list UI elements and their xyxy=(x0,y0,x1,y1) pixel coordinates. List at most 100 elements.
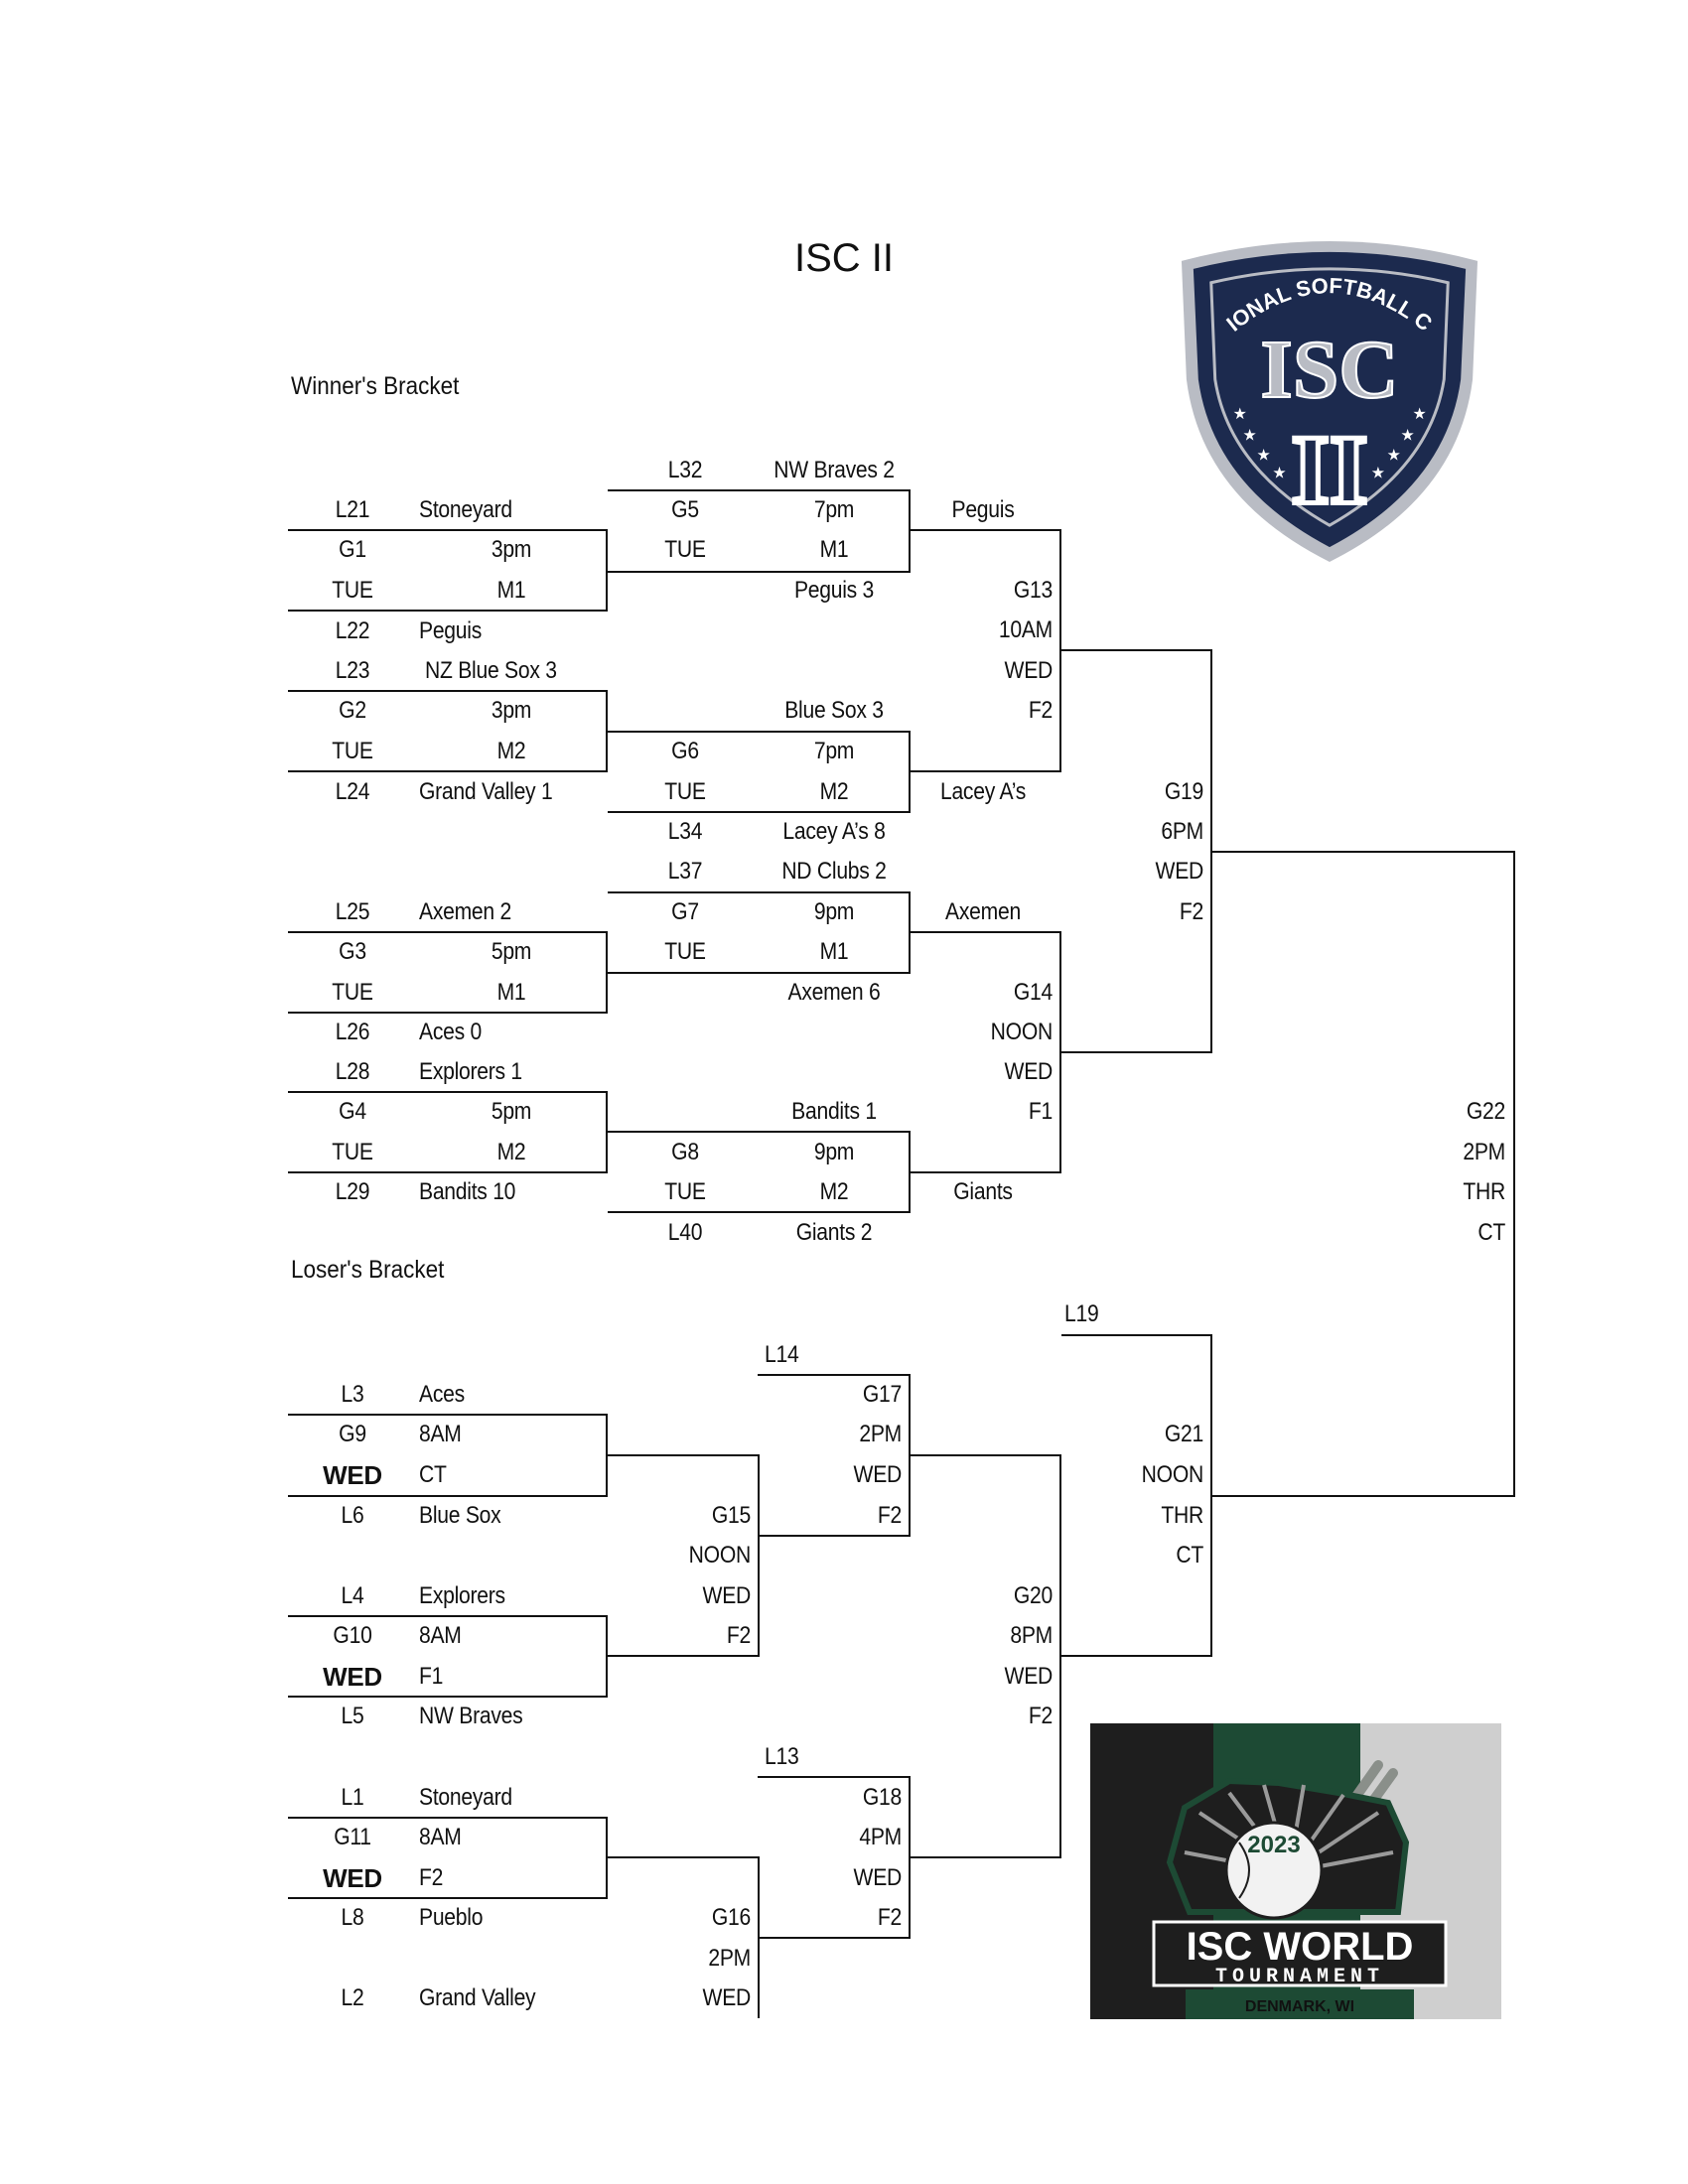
team-name: NW Braves 2 xyxy=(774,457,895,483)
team-name: Axemen 2 xyxy=(419,898,511,925)
bracket-line xyxy=(1061,1655,1212,1657)
svg-text:★: ★ xyxy=(1272,464,1286,482)
game-time: NOON xyxy=(688,1542,752,1569)
game-number: G22 xyxy=(1466,1098,1505,1125)
loser-slot: L5 xyxy=(341,1703,364,1729)
game-time: 3pm xyxy=(491,536,532,563)
loser-slot: L1 xyxy=(341,1784,364,1811)
game-field: M1 xyxy=(819,536,849,563)
game-field: M2 xyxy=(819,778,849,805)
svg-text:★: ★ xyxy=(1243,426,1257,445)
game-number: G6 xyxy=(671,738,699,764)
bracket-line xyxy=(606,529,608,612)
svg-text:★: ★ xyxy=(1412,404,1426,423)
game-day: WED xyxy=(1004,657,1054,684)
bracket-line xyxy=(606,1414,608,1497)
game-field: F2 xyxy=(1179,898,1203,925)
loser-slot: L2 xyxy=(341,1984,364,2011)
game-day: TUE xyxy=(332,738,373,764)
bracket-line xyxy=(288,770,608,772)
team-name: Peguis xyxy=(419,617,483,644)
game-time: NOON xyxy=(1141,1461,1204,1488)
winners-bracket-heading: Winner's Bracket xyxy=(291,372,460,400)
loser-slot: L32 xyxy=(667,457,703,483)
game-number: G21 xyxy=(1164,1421,1203,1447)
bracket-line xyxy=(608,1655,760,1657)
bracket-line xyxy=(288,1091,608,1093)
game-day: WED xyxy=(323,1460,382,1490)
svg-text:2023: 2023 xyxy=(1247,1832,1300,1858)
game-number: G5 xyxy=(671,496,699,523)
game-field: F2 xyxy=(419,1864,444,1891)
game-day: WED xyxy=(1155,858,1204,885)
game-field: F2 xyxy=(1028,1703,1053,1729)
team-name: Axemen xyxy=(945,898,1021,925)
team-name: Explorers 1 xyxy=(419,1058,522,1085)
svg-text:ISC: ISC xyxy=(1260,325,1398,416)
bracket-line xyxy=(288,1696,608,1698)
game-day: TUE xyxy=(332,1139,373,1165)
loser-slot: L3 xyxy=(341,1381,364,1408)
team-name: Bandits 10 xyxy=(419,1178,516,1205)
game-field: F1 xyxy=(1028,1098,1053,1125)
bracket-line xyxy=(288,1817,608,1819)
bracket-line xyxy=(1061,1051,1212,1053)
team-name: Grand Valley xyxy=(419,1984,536,2011)
team-name: NW Braves xyxy=(419,1703,523,1729)
team-name: Explorers xyxy=(419,1582,505,1609)
game-field: M1 xyxy=(496,979,526,1006)
bracket-line xyxy=(909,489,911,573)
game-time: 3pm xyxy=(491,697,532,724)
bracket-line xyxy=(758,1776,911,1778)
game-day: TUE xyxy=(664,778,706,805)
bracket-line xyxy=(911,770,1061,772)
game-field: CT xyxy=(1477,1219,1505,1246)
bracket-line xyxy=(1059,931,1061,1173)
game-number: G10 xyxy=(333,1622,372,1649)
bracket-line xyxy=(288,690,608,692)
game-field: M2 xyxy=(496,1139,526,1165)
team-name: Lacey A’s xyxy=(939,778,1027,805)
bracket-line xyxy=(1210,649,1212,1053)
bracket-line xyxy=(608,811,911,813)
game-field: M2 xyxy=(496,738,526,764)
team-name: Blue Sox 3 xyxy=(784,697,884,724)
loser-slot: L26 xyxy=(335,1019,370,1045)
bracket-line xyxy=(909,891,911,974)
bracket-line xyxy=(909,1776,911,1939)
team-name: Axemen 6 xyxy=(787,979,881,1006)
bracket-line xyxy=(911,529,1061,531)
bracket-line xyxy=(608,891,911,893)
bracket-line xyxy=(1059,1454,1061,1858)
game-number: G15 xyxy=(711,1502,751,1529)
team-name: Blue Sox xyxy=(419,1502,501,1529)
bracket-line xyxy=(608,972,911,974)
game-number: G18 xyxy=(862,1784,902,1811)
game-time: 2PM xyxy=(708,1945,751,1972)
game-field: CT xyxy=(1176,1542,1203,1569)
bracket-line xyxy=(1059,529,1061,772)
game-day: WED xyxy=(702,1984,752,2011)
game-time: 5pm xyxy=(491,938,532,965)
game-number: G19 xyxy=(1164,778,1203,805)
bracket-line xyxy=(288,1414,608,1416)
bracket-line xyxy=(911,1454,1061,1456)
game-day: WED xyxy=(323,1863,382,1893)
loser-slot: L19 xyxy=(1064,1300,1099,1327)
game-day: TUE xyxy=(664,1178,706,1205)
game-number: G4 xyxy=(339,1098,366,1125)
isc-ii-shield-logo: INTERNATIONAL SOFTBALL CONGRESS ISC II ★… xyxy=(1172,230,1478,562)
loser-slot: L8 xyxy=(341,1904,364,1931)
bracket-line xyxy=(288,1495,608,1497)
game-time: 2PM xyxy=(859,1421,902,1447)
loser-slot: L23 xyxy=(335,657,370,684)
game-number: G17 xyxy=(862,1381,902,1408)
game-time: 5pm xyxy=(491,1098,532,1125)
game-field: M1 xyxy=(819,938,849,965)
game-field: F2 xyxy=(726,1622,751,1649)
team-name: Giants 2 xyxy=(795,1219,873,1246)
game-time: 7pm xyxy=(813,496,855,523)
bracket-line xyxy=(911,931,1061,933)
game-time: 10AM xyxy=(998,616,1053,643)
